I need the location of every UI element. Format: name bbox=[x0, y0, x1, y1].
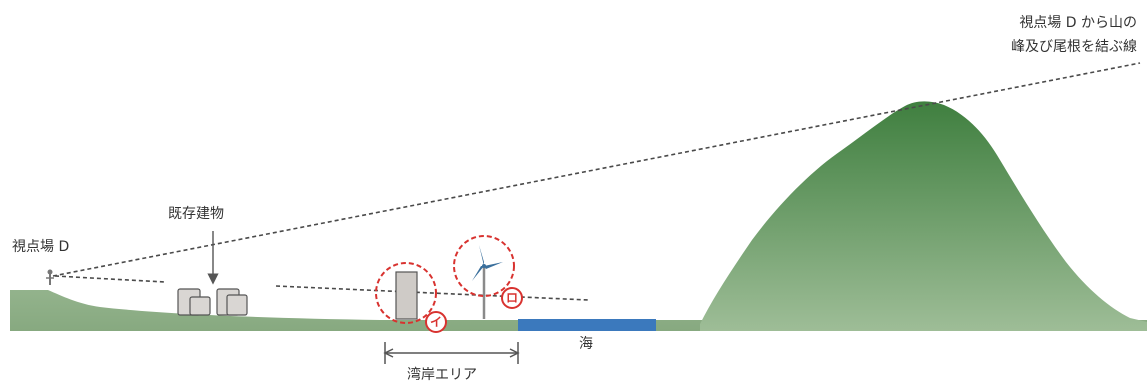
view-line-near bbox=[54, 275, 166, 283]
view-line-far bbox=[275, 285, 589, 301]
sea bbox=[518, 319, 656, 331]
sightline-label-line1: 視点場 D から山の bbox=[1019, 15, 1137, 31]
sightline-label-line2: 峰及び尾根を結ぶ線 bbox=[1011, 39, 1137, 55]
viewpoint-label: 視点場 D bbox=[12, 239, 70, 255]
bay-area-bracket bbox=[383, 342, 520, 364]
wind-turbine-icon bbox=[472, 245, 503, 319]
bay-area-label: 湾岸エリア bbox=[407, 367, 477, 383]
sightline-to-ridge bbox=[52, 62, 1141, 277]
tall-building-highlight-circle bbox=[375, 262, 437, 324]
wind-turbine-highlight-circle bbox=[453, 235, 515, 297]
viewpoint-person-icon bbox=[46, 269, 54, 285]
existing-buildings-label: 既存建物 bbox=[168, 206, 224, 222]
tall-building bbox=[395, 271, 418, 320]
marker-wind-turbine: ロ bbox=[501, 287, 523, 309]
sea-label: 海 bbox=[579, 336, 593, 352]
mountain bbox=[700, 101, 1147, 332]
existing-buildings-icon bbox=[177, 288, 248, 316]
marker-building: イ bbox=[425, 311, 447, 333]
